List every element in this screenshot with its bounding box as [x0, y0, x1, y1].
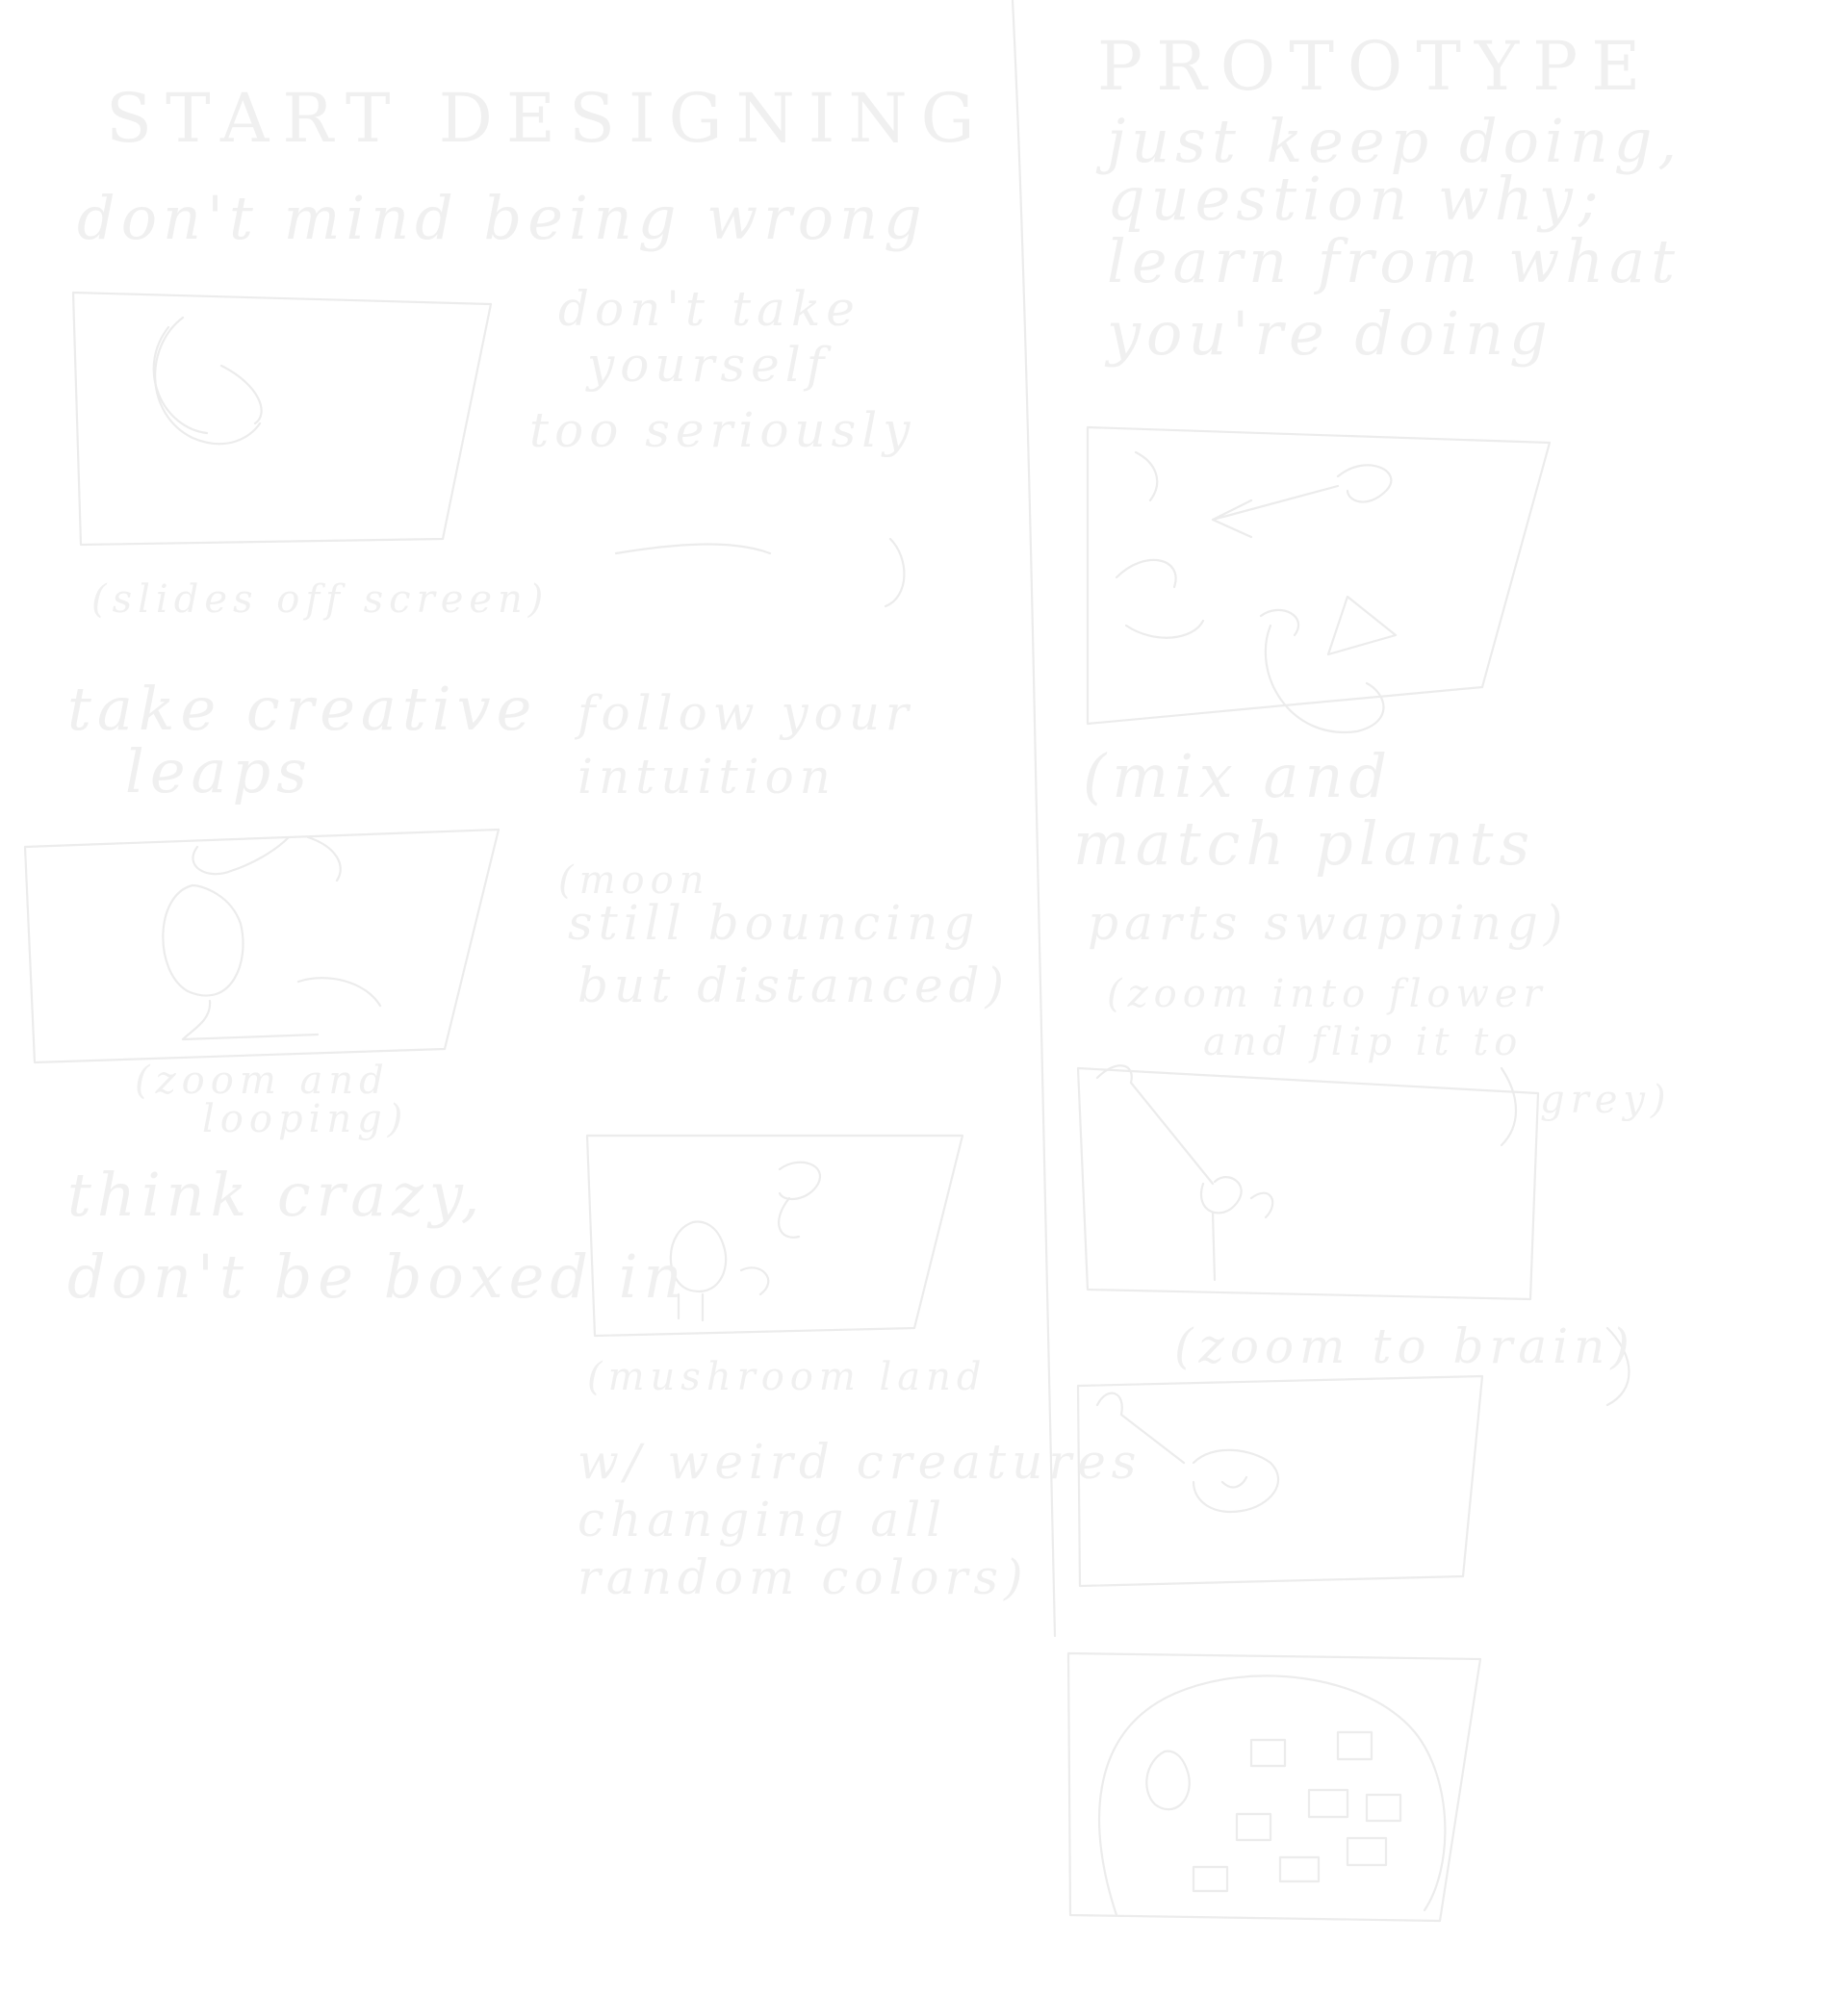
frame-flower-zoom: [1076, 1064, 1540, 1301]
frame-brain-zoom: [1076, 1374, 1484, 1588]
left-line-follow-1: follow your: [578, 685, 914, 741]
right-line-mix-3: parts swapping): [1088, 895, 1569, 951]
caption-mushroom-4: random colors): [578, 1549, 1029, 1605]
left-line-bouncing-3: but distanced): [578, 958, 1011, 1013]
caption-mushroom-2: w/ weird creatures: [578, 1434, 1142, 1490]
bracket-2: [884, 537, 906, 608]
left-line-bouncing-1: (moon: [558, 858, 710, 903]
bracket-3: [1500, 1066, 1518, 1147]
left-line-take-2: yourself: [587, 337, 831, 393]
right-line-mix-2: match plants: [1073, 808, 1536, 879]
left-line-bouncing-2: still bouncing: [568, 895, 981, 951]
left-line-crazy-1: think crazy,: [67, 1160, 486, 1230]
caption-zoom-looping-1: (zoom and: [135, 1059, 390, 1103]
left-title: START DESIGNING: [106, 79, 988, 158]
right-line-2: question why;: [1107, 164, 1604, 234]
column-divider: [1011, 0, 1057, 1638]
caption-slides: (slides off screen): [91, 577, 550, 622]
frame-moon: [71, 291, 493, 547]
right-line-1: just keep doing,: [1107, 106, 1683, 176]
frame-mushroom: [585, 1134, 964, 1338]
right-line-mix-1: (mix and: [1083, 741, 1394, 811]
caption-brain: (zoom to brain): [1174, 1318, 1635, 1374]
right-line-3: learn from what: [1107, 226, 1681, 296]
left-line-wrong: don't mind being wrong: [77, 183, 928, 253]
caption-mushroom-1: (mushroom land: [587, 1355, 988, 1399]
frame-plants-mix: [1086, 425, 1552, 734]
left-line-crazy-2: don't be boxed in: [67, 1241, 688, 1312]
left-line-take-1: don't take: [558, 281, 860, 337]
left-line-leaps-2: leaps: [125, 736, 313, 806]
right-line-zoom-2: and flip it to: [1203, 1020, 1524, 1064]
right-line-zoom-3: grey): [1540, 1078, 1672, 1122]
caption-zoom-looping-2: looping): [202, 1097, 409, 1141]
right-line-zoom-1: (zoom into flower: [1107, 972, 1548, 1016]
right-title: PROTOTYPE: [1097, 27, 1655, 106]
frame-zoom-looping: [23, 828, 500, 1064]
frame-brain-grid: [1066, 1651, 1482, 1923]
caption-mushroom-3: changing all: [578, 1492, 948, 1547]
left-line-follow-2: intuition: [578, 749, 836, 805]
left-line-take-3: too seriously: [529, 402, 916, 458]
bracket-4: [1605, 1326, 1630, 1407]
bracket-1: [614, 543, 772, 555]
right-line-4: you're doing: [1107, 298, 1553, 369]
left-line-leaps-1: take creative: [67, 674, 538, 744]
